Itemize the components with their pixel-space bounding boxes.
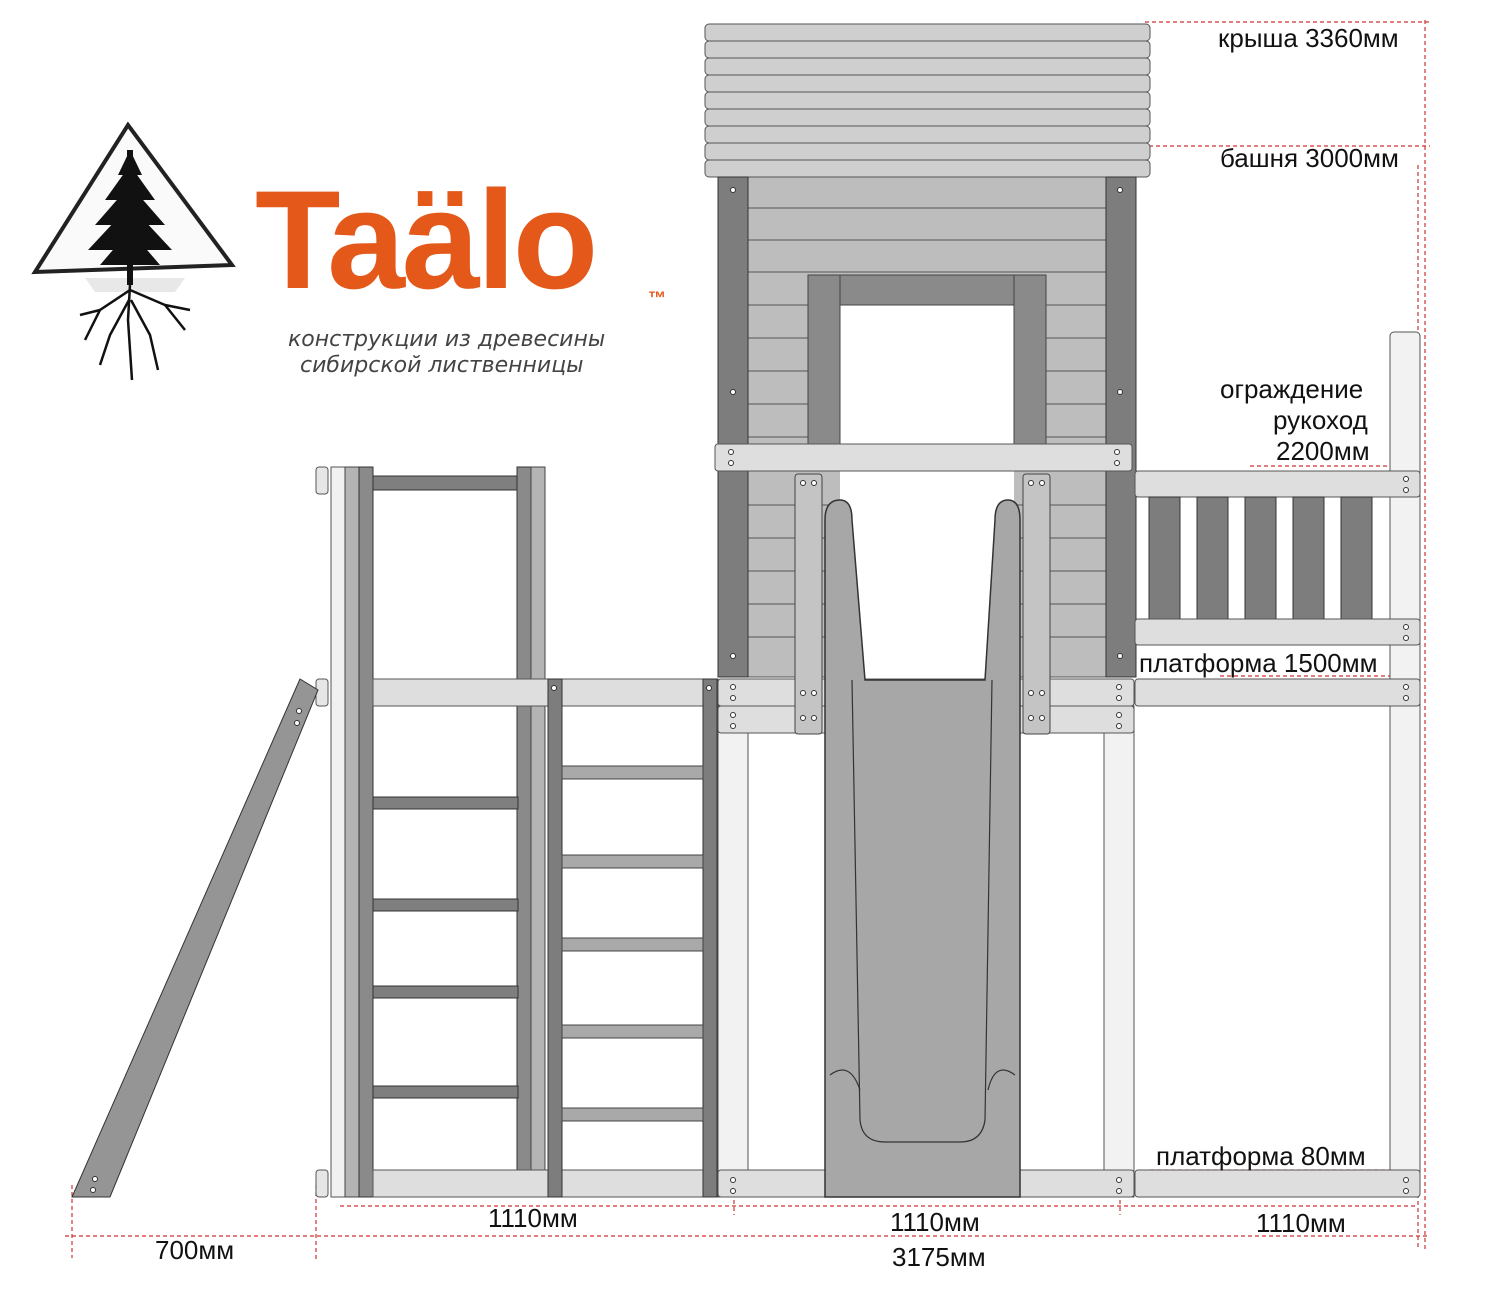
climbing-ramp bbox=[71, 678, 319, 1198]
brand-logo-wordmark: Taälo bbox=[255, 161, 598, 318]
bolts bbox=[90, 187, 1409, 1194]
monkey-bar-frame bbox=[315, 466, 719, 1198]
roof bbox=[704, 23, 1151, 178]
railing-label-line-3: 2200мм bbox=[1276, 436, 1370, 466]
tagline-line-1: конструкции из древесины bbox=[288, 327, 606, 352]
tagline-line-2: сибирской лиственницы bbox=[300, 353, 584, 378]
right-railing-section bbox=[1134, 331, 1421, 1198]
platform-top-label: платформа 1500мм bbox=[1139, 648, 1378, 678]
railing-label-line-1: ограждение bbox=[1220, 374, 1364, 404]
tower-wall bbox=[714, 176, 1137, 680]
platform-bottom-label: платформа 80мм bbox=[1156, 1141, 1366, 1171]
larch-tree-icon bbox=[31, 121, 236, 381]
tower-height-label: башня 3000мм bbox=[1220, 143, 1399, 173]
ramp-width-label: 700мм bbox=[155, 1235, 235, 1265]
width-right-label: 1110мм bbox=[1256, 1208, 1346, 1238]
roof-height-label: крыша 3360мм bbox=[1218, 23, 1399, 53]
ladder bbox=[547, 678, 718, 1198]
railing-label-line-2: рукоход bbox=[1273, 405, 1368, 435]
width-left-label: 1110мм bbox=[488, 1203, 578, 1233]
width-center-label: 1110мм bbox=[890, 1207, 980, 1237]
slide bbox=[794, 473, 1051, 1198]
total-width-label: 3175мм bbox=[892, 1242, 986, 1272]
trademark-symbol: ™ bbox=[648, 288, 666, 308]
